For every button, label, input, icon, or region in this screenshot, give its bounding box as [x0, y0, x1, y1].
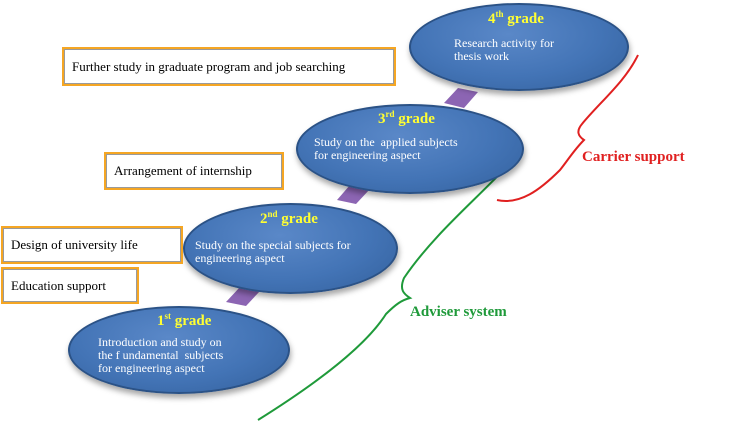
grade-3-oval: [296, 104, 524, 194]
grade-2-title: 2nd grade: [260, 209, 318, 227]
adviser-system-label: Adviser system: [410, 304, 507, 320]
grade-4-title: 4th grade: [488, 9, 544, 27]
grade-1-oval: [68, 306, 290, 394]
grade-3-title: 3rd grade: [378, 109, 435, 127]
internship-box: Arrangement of internship: [104, 152, 284, 190]
carrier-bracket: [496, 54, 639, 202]
grade-3-description: Study on the applied subjects for engine…: [314, 135, 458, 162]
further-study-box: Further study in graduate program and jo…: [62, 47, 396, 86]
carrier-support-label: Carrier support: [582, 149, 685, 165]
grade-4-description: Research activity for thesis work: [454, 36, 554, 63]
grade-4-oval: [409, 3, 629, 91]
education-support-box: Education support: [1, 267, 139, 304]
grade-1-description: Introduction and study on the f undament…: [98, 335, 224, 375]
grade-1-title: 1st grade: [157, 311, 212, 329]
grade-2-description: Study on the special subjects for engine…: [195, 238, 351, 265]
adviser-bracket: [257, 147, 523, 421]
grade-2-oval: [183, 203, 398, 294]
design-life-box: Design of university life: [1, 226, 183, 264]
connector-3-4: [444, 88, 478, 108]
connector-1-2: [226, 287, 260, 306]
